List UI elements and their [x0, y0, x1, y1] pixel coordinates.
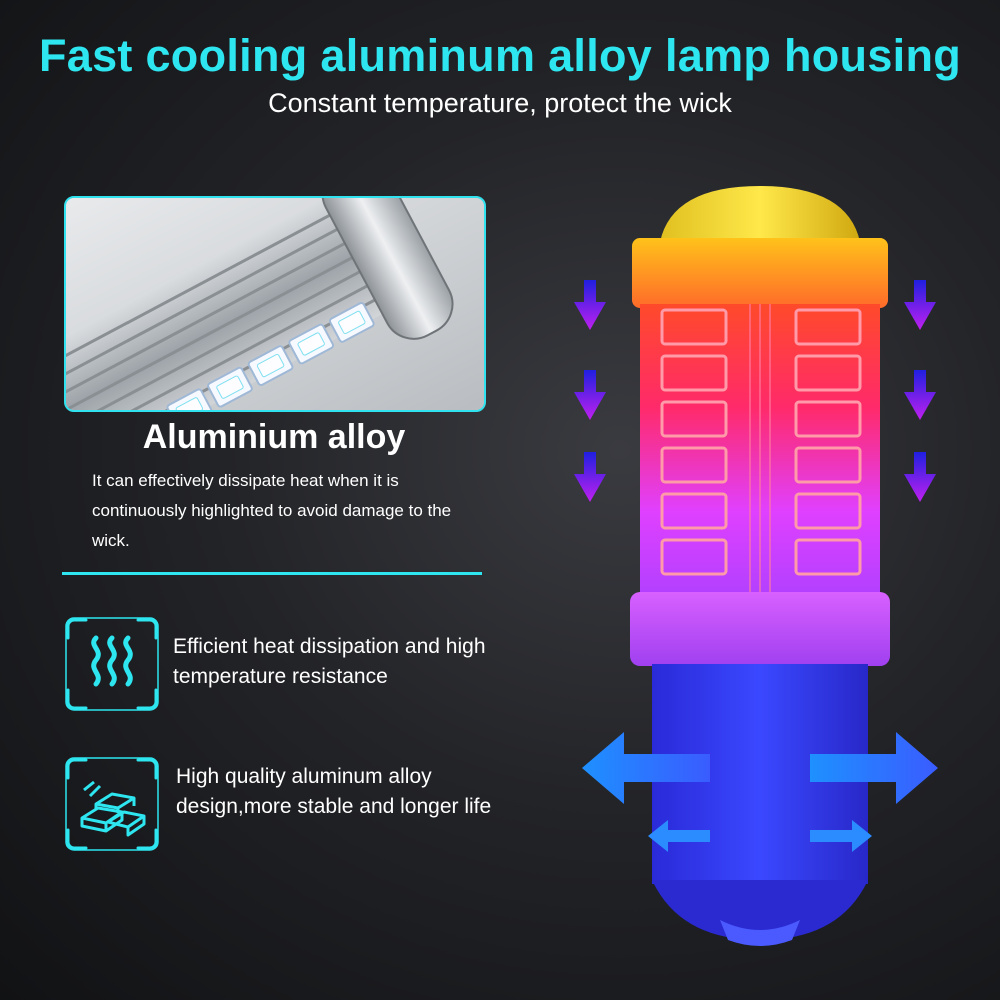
divider [62, 572, 482, 575]
aluminum-ingots-icon [64, 756, 160, 852]
feature-text-heat: Efficient heat dissipation and high temp… [173, 635, 486, 688]
section-description: It can effectively dissipate heat when i… [92, 471, 452, 550]
housing-closeup-illustration [66, 198, 484, 410]
housing-closeup-image [64, 196, 486, 412]
led-bulb-illustration [560, 180, 960, 960]
section-heading: Aluminium alloy [142, 418, 406, 456]
feature-text-alloy: High quality aluminum alloy design,more … [176, 765, 492, 818]
page-title: Fast cooling aluminum alloy lamp housing [38, 30, 962, 81]
page-subtitle: Constant temperature, protect the wick [268, 88, 732, 118]
heat-waves-icon [64, 616, 160, 712]
